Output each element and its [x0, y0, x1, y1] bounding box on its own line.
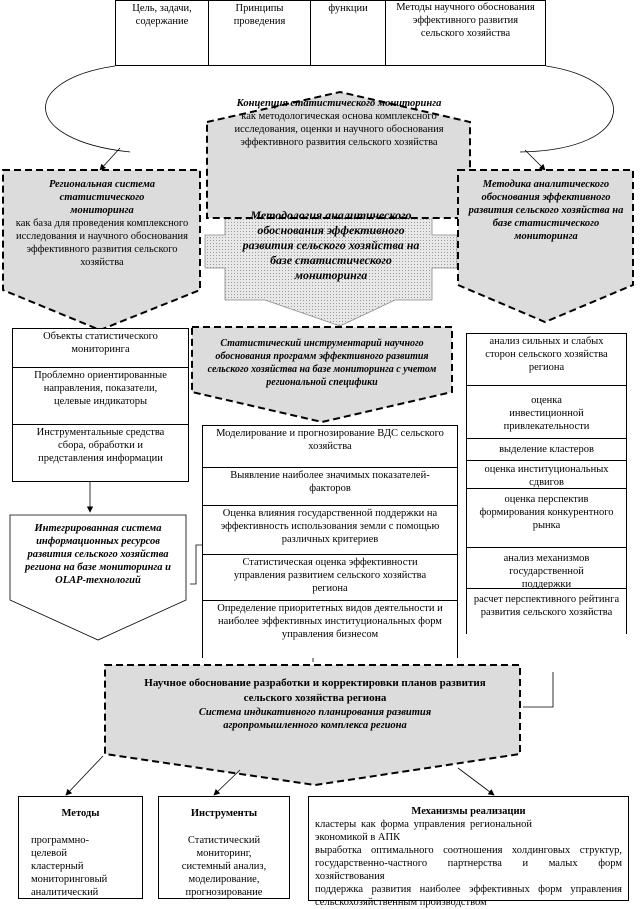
right-box-2: оценка инвестиционной привлекательности — [466, 385, 627, 439]
methodology-text: Методология аналитического обоснования э… — [242, 208, 420, 282]
methods-item: программно-целевой — [31, 835, 89, 859]
box-text: Инструментальные средства сбора, обработ… — [36, 427, 165, 464]
cell-text: Принципы проведения — [233, 3, 286, 27]
box-text: оценка перспектив формирования конкурент… — [479, 494, 614, 531]
plans-subtitle: Система индикативного планирования разви… — [198, 707, 432, 731]
box-text: Определение приоритетных видов деятельно… — [217, 603, 443, 640]
stat-tools-text: Статистический инструментарий научного о… — [207, 338, 437, 388]
regional-title: Региональная система статистического мон… — [48, 179, 156, 216]
methods-item: аналитический — [31, 887, 99, 898]
middle-box-5: Определение приоритетных видов деятельно… — [202, 600, 458, 658]
box-text: Оценка влияния государственной поддержки… — [220, 508, 440, 545]
mechanisms-item: кластеры как форма управления региональн… — [315, 819, 532, 843]
top-cell-methods: Методы научного обоснования эффективного… — [385, 0, 546, 66]
box-text: оценка инвестиционной привлекательности — [503, 395, 590, 432]
box-text: Проблемно ориентированные направления, п… — [34, 370, 167, 407]
mechanisms-title: Механизмы реализации — [411, 806, 526, 817]
box-text: Моделирование и прогнозирование ВДС сель… — [216, 428, 444, 452]
box-text: расчет перспективного рейтинга развития … — [473, 594, 620, 618]
instruments-title: Инструменты — [190, 808, 258, 819]
top-cell-functions: функции — [310, 0, 386, 66]
right-box-7: расчет перспективного рейтинга развития … — [466, 588, 627, 634]
middle-box-2: Выявление наиболее значимых показателей-… — [202, 467, 458, 506]
concept-text: как методологическая основа комплексного… — [234, 111, 444, 148]
method-right-text: Методика аналитического обоснования эффе… — [468, 179, 624, 242]
methods-list: программно-целевой кластерный мониторинг… — [19, 834, 142, 899]
concept-title: Концепция статистического мониторинга — [236, 98, 442, 109]
left-box-tools: Инструментальные средства сбора, обработ… — [12, 424, 189, 482]
integrated-text: Интегрированная система информационных р… — [24, 523, 172, 586]
mechanisms-item: выработка оптимального соотношения холди… — [315, 845, 622, 882]
instruments-text: Статистический мониторинг, системный ана… — [181, 835, 267, 898]
methods-item: мониторинговый — [31, 874, 108, 885]
concept-shape — [206, 90, 471, 219]
right-box-5: оценка перспектив формирования конкурент… — [466, 488, 627, 548]
plans-title: Научное обоснование разработки и коррект… — [144, 677, 486, 704]
mechanisms-item: поддержка развития наиболее эффективных … — [315, 884, 622, 908]
middle-box-3: Оценка влияния государственной поддержки… — [202, 505, 458, 555]
box-text: Выявление наиболее значимых показателей-… — [230, 470, 430, 494]
middle-box-1: Моделирование и прогнозирование ВДС сель… — [202, 425, 458, 468]
cell-text: Цель, задачи, содержание — [132, 3, 192, 27]
top-cell-principles: Принципы проведения — [208, 0, 311, 66]
regional-text: как база для проведения комплексного исс… — [15, 218, 189, 268]
stat-tools-shape — [191, 326, 453, 424]
integrated-shape — [9, 514, 187, 641]
plans-shape — [104, 664, 521, 787]
plans-block: Научное обоснование разработки и коррект… — [125, 676, 505, 732]
regional-block: Региональная система статистического мон… — [8, 178, 196, 269]
box-text: анализ сильных и слабых сторон сельского… — [485, 336, 608, 373]
methods-item: кластерный — [31, 861, 84, 872]
right-box-4: оценка институциональных сдвигов — [466, 460, 627, 489]
mechanisms-box: Механизмы реализации кластеры как форма … — [308, 796, 629, 908]
box-text: оценка институциональных сдвигов — [484, 464, 609, 488]
regional-shape — [2, 169, 201, 332]
left-box-indicators: Проблемно ориентированные направления, п… — [12, 367, 189, 425]
cell-text: Методы научного обоснования эффективного… — [396, 2, 535, 39]
box-text: анализ механизмов государственной поддер… — [503, 553, 590, 590]
box-text: Статистическая оценка эффективности упра… — [233, 557, 427, 594]
right-box-1: анализ сильных и слабых сторон сельского… — [466, 333, 627, 386]
top-cell-goals: Цель, задачи, содержание — [115, 0, 209, 66]
concept-block: Концепция статистического мониторинга ка… — [212, 97, 466, 149]
loop-left — [45, 65, 131, 153]
instruments-box: Инструменты Статистический мониторинг, с… — [158, 796, 290, 899]
mechanisms-list: кластеры как форма управления региональн… — [315, 818, 622, 909]
middle-box-4: Статистическая оценка эффективности упра… — [202, 554, 458, 601]
left-box-objects: Объекты статистического мониторинга — [12, 328, 189, 368]
box-text: Объекты статистического мониторинга — [43, 331, 158, 355]
right-box-3: выделение кластеров — [466, 438, 627, 461]
right-box-6: анализ механизмов государственной поддер… — [466, 547, 627, 590]
methods-box: Методы программно-целевой кластерный мон… — [18, 796, 143, 899]
cell-text: функции — [328, 3, 368, 14]
box-text: выделение кластеров — [499, 444, 594, 455]
method-right-shape — [457, 169, 634, 324]
methods-title: Методы — [61, 808, 100, 819]
loop-right — [519, 65, 614, 153]
